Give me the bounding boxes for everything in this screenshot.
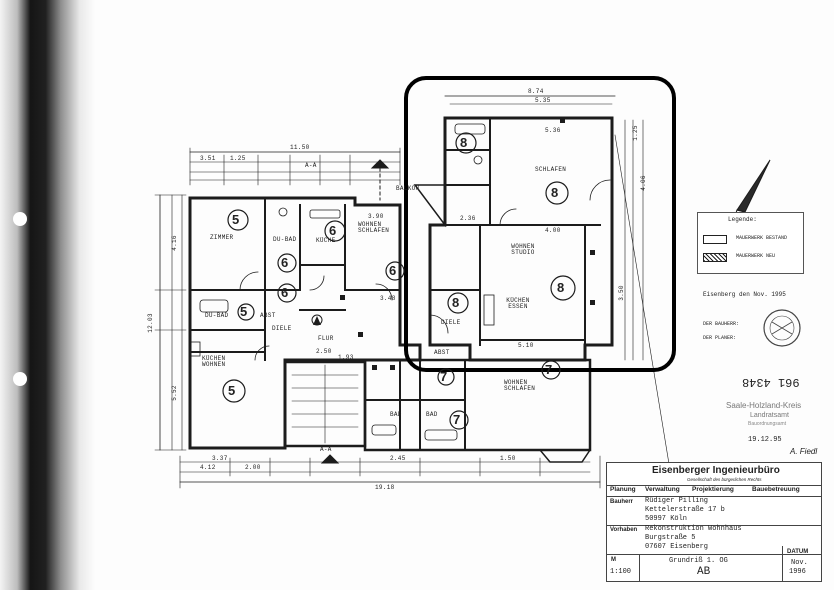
service-planung: Planung bbox=[610, 486, 636, 493]
legend-label-bestand: MAUERWERK BESTAND bbox=[736, 235, 788, 241]
dim-label-bottom-e: 1.50 bbox=[500, 455, 516, 462]
unit-number: 6 bbox=[389, 263, 397, 278]
unit-number: 5 bbox=[232, 212, 240, 227]
dim-label-bottom-c: 3.37 bbox=[212, 455, 228, 462]
service-bauebetreuung: Bauebetreuung bbox=[752, 486, 800, 493]
datum-month: Nov. bbox=[791, 559, 808, 567]
room-bad-1: BAD bbox=[390, 411, 402, 418]
unit-number: 8 bbox=[557, 280, 565, 295]
dim-label-inner-a: 3.51 bbox=[200, 155, 216, 162]
legend-planer: DER PLANER: bbox=[703, 335, 737, 341]
service-verwaltung: Verwaltung bbox=[645, 486, 680, 493]
dim-label-studio-w: 4.00 bbox=[545, 227, 561, 234]
vorhaben-street: Burgstraße 5 bbox=[645, 534, 696, 542]
bauherr-street: Kettelerstraße 17 b bbox=[645, 506, 725, 514]
drawing-title: Grundriß 1. OG bbox=[669, 557, 728, 565]
left-wing-outer-wall bbox=[188, 196, 422, 450]
punch-hole-top bbox=[13, 212, 27, 226]
stamp-dept: Bauordnungsamt bbox=[748, 421, 787, 427]
dim-label-sub-width: 5.36 bbox=[545, 127, 561, 134]
legend-state: Eisenberg den Nov. 1995 bbox=[703, 291, 786, 298]
room-diele-2: DIELE bbox=[441, 319, 461, 326]
room-wohnen-schlafen-1: WOHNEN SCHLAFEN bbox=[358, 221, 390, 234]
dim-label-bottom-a: 4.12 bbox=[200, 464, 216, 471]
room-wohnen-studio: WOHNEN STUDIO bbox=[511, 243, 535, 256]
balcony bbox=[413, 184, 446, 228]
unit-number: 7 bbox=[453, 412, 461, 427]
room-diele-1: DIELE bbox=[272, 325, 292, 332]
scale-value: 1:100 bbox=[610, 568, 632, 576]
title-block: Eisenberger Ingenieurbüro Gesellschaft d… bbox=[606, 462, 822, 582]
dim-label-overall-width: 19.18 bbox=[375, 484, 395, 491]
legend-box: Legende: MAUERWERK BESTAND MAUERWERK NEU bbox=[697, 212, 804, 274]
dim-label-top-overall: 11.50 bbox=[290, 144, 310, 151]
unit-number: 8 bbox=[551, 185, 559, 200]
room-kuechen-essen: KÜCHEN ESSEN bbox=[506, 297, 530, 310]
bauherr-city: 50997 Köln bbox=[645, 515, 688, 523]
room-flur: FLUR bbox=[318, 335, 334, 342]
bauherr-name: Rüdiger Pilling bbox=[645, 497, 709, 505]
unit-number: 7 bbox=[545, 362, 553, 377]
room-schlafen: SCHLAFEN bbox=[535, 166, 567, 173]
legend-bauherr: DER BAUHERR: bbox=[703, 321, 740, 327]
unit-number: 6 bbox=[281, 285, 289, 300]
legend-label-neu: MAUERWERK NEU bbox=[736, 253, 776, 259]
vorhaben-label: Vorhaben bbox=[610, 527, 638, 533]
room-kueche-1: KÜCHE bbox=[316, 237, 336, 244]
vorhaben-title: Rekonstruktion Wohnhaus bbox=[645, 525, 742, 533]
dim-label-right-inner: 5.35 bbox=[535, 97, 551, 104]
dim-label-wall-b: 3.48 bbox=[380, 295, 396, 302]
legend-title: Legende: bbox=[728, 216, 757, 223]
unit-number: 5 bbox=[228, 383, 236, 398]
dim-label-hall-a: 2.50 bbox=[316, 348, 332, 355]
stamp-signature: A. Fiedl bbox=[790, 447, 818, 456]
scale-label: M bbox=[611, 557, 616, 563]
service-projektierung: Projektierung bbox=[692, 486, 734, 493]
highlight-frame bbox=[404, 76, 676, 372]
stamp-authority-2: Landratsamt bbox=[750, 412, 789, 419]
binder-shadow bbox=[0, 0, 95, 590]
dim-label-right-overall: 8.74 bbox=[528, 88, 544, 95]
datum-label: DATUM bbox=[787, 549, 809, 555]
room-balkon: BALKON bbox=[396, 185, 420, 192]
room-abst-2: ABST bbox=[434, 349, 450, 356]
room-abst-1: ABST bbox=[260, 312, 276, 319]
legend-swatch-neu bbox=[703, 253, 727, 262]
room-du-bad-2: DU-BAD bbox=[205, 312, 229, 319]
unit-number: 8 bbox=[460, 135, 468, 150]
room-kuechen-wohnen: KÜCHEN WOHNEN bbox=[202, 355, 226, 368]
datum-year: 1996 bbox=[789, 568, 806, 576]
drawing-code: AB bbox=[697, 566, 711, 578]
dim-label-wall-c: 2.36 bbox=[460, 215, 476, 222]
room-du-bad-1: DU-BAD bbox=[273, 236, 297, 243]
stamp-authority-1: Saale-Holzland-Kreis bbox=[726, 401, 802, 410]
punch-hole-bottom bbox=[13, 372, 27, 386]
dim-label-kitchen-w: 5.10 bbox=[518, 342, 534, 349]
vorhaben-city: 07607 Eisenberg bbox=[645, 543, 709, 551]
legend-swatch-bestand bbox=[703, 235, 727, 244]
stamp-date: 19.12.95 bbox=[748, 436, 782, 444]
room-zimmer: ZIMMER bbox=[210, 234, 234, 241]
unit-number: 5 bbox=[240, 304, 248, 319]
dim-label-bottom-d: 2.45 bbox=[390, 455, 406, 462]
bauherr-label: Bauherr bbox=[610, 499, 634, 505]
section-mark-top: A-A bbox=[305, 162, 317, 169]
dim-label-bottom-b: 2.00 bbox=[245, 464, 261, 471]
room-wohnen-schlafen-2: WOHNEN SCHLAFEN bbox=[504, 379, 536, 392]
dim-label-inner-b: 1.25 bbox=[230, 155, 246, 162]
unit-number: 7 bbox=[440, 369, 448, 384]
company-name: Eisenberger Ingenieurbüro bbox=[652, 465, 780, 476]
unit-number: 8 bbox=[452, 295, 460, 310]
section-mark-bottom: A-A bbox=[320, 446, 332, 453]
unit-number: 6 bbox=[281, 255, 289, 270]
room-bad-2: BAD bbox=[426, 411, 438, 418]
dim-label-wall-a: 3.90 bbox=[368, 213, 384, 220]
dim-label-hall-b: 1.93 bbox=[338, 354, 354, 361]
company-sub: Gesellschaft des bürgerlichen Rechts bbox=[687, 477, 762, 482]
stamp-number: 961 4348 bbox=[742, 375, 800, 389]
unit-number: 6 bbox=[329, 223, 337, 238]
